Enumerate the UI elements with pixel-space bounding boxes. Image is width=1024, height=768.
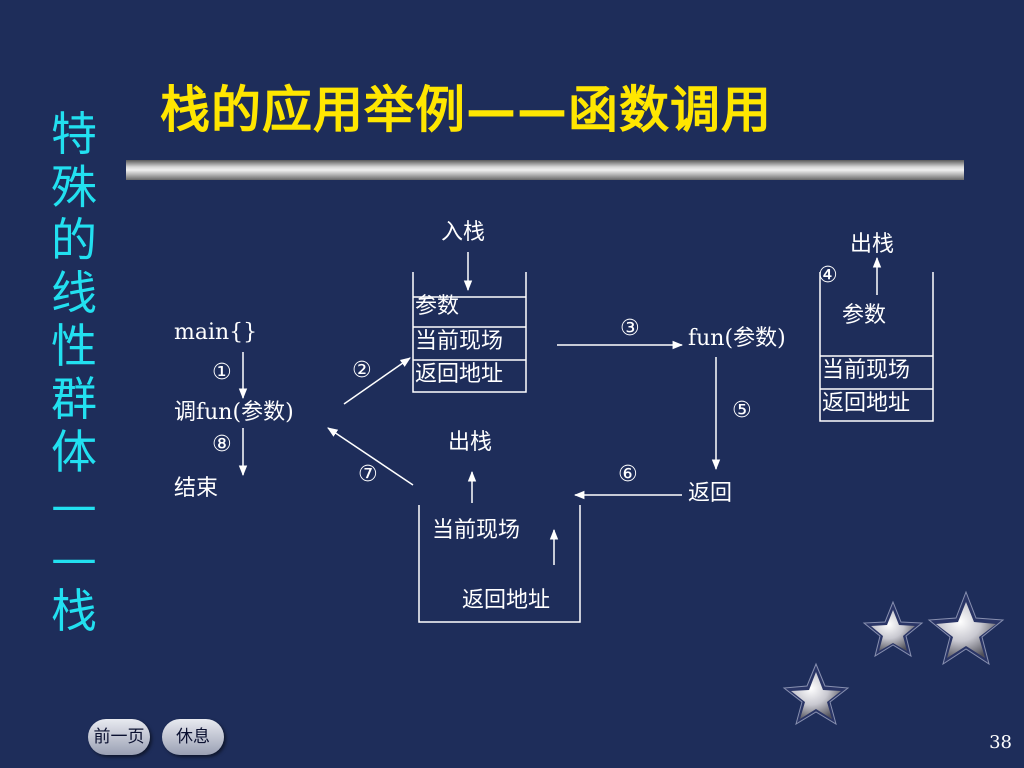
pop-right-label: 出栈 <box>850 232 895 257</box>
pop-right-top: 参数 <box>842 303 887 328</box>
call-fun-label: 调fun(参数) <box>174 400 294 425</box>
fun-label: fun(参数) <box>688 326 786 351</box>
pop-right-cell-context: 当前现场 <box>822 358 911 383</box>
pop-bottom-item-context: 当前现场 <box>432 518 521 543</box>
star-icon <box>862 600 924 658</box>
side-title-char: — <box>51 478 97 532</box>
pop-bottom-item-return: 返回地址 <box>462 588 551 613</box>
push-cell-return: 返回地址 <box>415 362 504 387</box>
step-7: ⑦ <box>358 462 378 487</box>
pop-bottom-label: 出栈 <box>448 430 493 455</box>
side-title-char: 栈 <box>51 584 97 638</box>
step7-arrow <box>327 427 414 486</box>
end-label: 结束 <box>174 476 219 501</box>
side-title: 特 殊 的 线 性 群 体 — — 栈 <box>44 108 104 638</box>
side-title-char: 群 <box>51 372 97 426</box>
push-cell-params: 参数 <box>415 294 460 319</box>
pop-right-stack-box <box>819 272 934 422</box>
push-cell-context: 当前现场 <box>415 329 504 354</box>
side-title-char: 殊 <box>51 160 97 214</box>
step-2: ② <box>352 358 372 383</box>
star-icon <box>927 590 1005 666</box>
step-5: ⑤ <box>732 398 752 423</box>
push-stack-box <box>412 272 527 393</box>
prev-page-button[interactable]: 前一页 <box>88 719 150 755</box>
page-title: 栈的应用举例——函数调用 <box>160 81 772 139</box>
step-4: ④ <box>818 263 838 288</box>
side-title-char: 的 <box>51 213 97 267</box>
return-label: 返回 <box>688 481 733 506</box>
page-number: 38 <box>989 732 1012 753</box>
side-title-char: 特 <box>51 107 97 161</box>
side-title-char: 体 <box>51 425 97 479</box>
push-label: 入栈 <box>441 220 486 245</box>
side-title-char: — <box>51 531 97 585</box>
step-8: ⑧ <box>212 432 232 457</box>
rest-button[interactable]: 休息 <box>162 719 224 755</box>
main-label: main{} <box>174 320 258 345</box>
step-6: ⑥ <box>618 462 638 487</box>
star-icon <box>782 662 850 726</box>
step-3: ③ <box>620 316 640 341</box>
step2-arrow <box>343 357 411 405</box>
pop-bottom-stack-box <box>418 505 581 623</box>
pop-right-cell-return: 返回地址 <box>822 391 911 416</box>
side-title-char: 线 <box>51 266 97 320</box>
side-title-char: 性 <box>51 319 97 373</box>
title-divider-bar <box>126 160 964 180</box>
step-1: ① <box>212 360 232 385</box>
